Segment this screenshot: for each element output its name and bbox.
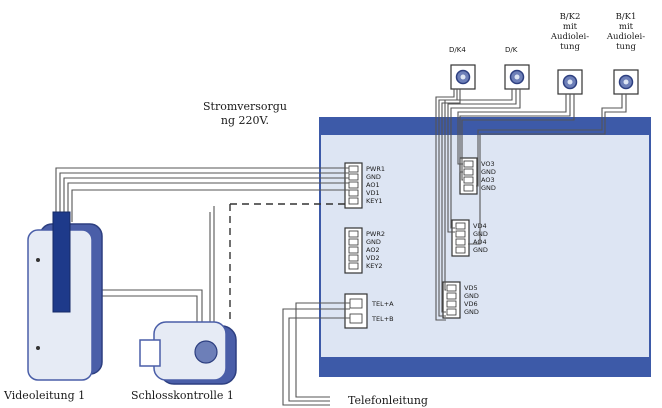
- svg-text:VO3: VO3: [481, 160, 495, 168]
- top-label-area: [518, 0, 662, 64]
- panel-bottom-bar: [320, 357, 650, 376]
- svg-text:AO2: AO2: [366, 246, 380, 254]
- intercom-outdoor-unit: [27, 211, 103, 381]
- bk2-label: B/K2 mit Audiolei- tung: [550, 12, 590, 52]
- svg-text:D/K3: D/K3: [505, 46, 522, 54]
- terminal-block-tel: [344, 293, 368, 329]
- terminal-block-vo3: [459, 157, 478, 195]
- phone-wires: [282, 302, 350, 406]
- terminal-block-1: [344, 162, 363, 209]
- panel-body: [319, 117, 651, 377]
- lock-wires: [96, 206, 215, 322]
- camera-bk2: [557, 69, 583, 95]
- svg-text:GND: GND: [464, 308, 479, 316]
- power-supply-label: Stromversorgu ng 220V.: [203, 100, 287, 127]
- svg-text:KEY1: KEY1: [366, 197, 382, 205]
- bk1-label: B/K1 mit Audiolei- tung: [606, 12, 646, 52]
- pin-labels-vo3: VO3 GND AO3 GND: [481, 160, 496, 192]
- svg-text:TEL+A: TEL+A: [371, 300, 394, 308]
- video-line-label: Videoleitung 1: [4, 389, 86, 402]
- lock-control-label: Schlosskontrolle 1: [131, 389, 234, 402]
- svg-text:GND: GND: [366, 238, 381, 246]
- svg-text:AO1: AO1: [366, 181, 380, 189]
- pin-labels-block1: PWR1 GND AO1 VD1 KEY1: [366, 165, 385, 205]
- svg-text:PWR2: PWR2: [366, 230, 385, 238]
- svg-text:D/K4: D/K4: [449, 46, 466, 54]
- pin-labels-block2: PWR2 GND AO2 VD2 KEY2: [366, 230, 385, 270]
- terminal-block-vd5: [442, 281, 461, 319]
- svg-text:KEY2: KEY2: [366, 262, 382, 270]
- svg-text:GND: GND: [464, 292, 479, 300]
- lock-unit: [139, 321, 237, 385]
- svg-text:AO3: AO3: [481, 176, 495, 184]
- svg-text:VD2: VD2: [366, 254, 380, 262]
- intercom-wires: [55, 167, 349, 222]
- terminal-block-vd4: [451, 219, 470, 257]
- svg-text:TEL+B: TEL+B: [371, 315, 394, 323]
- svg-text:GND: GND: [366, 173, 381, 181]
- camera-dk3: D/K3: [504, 46, 530, 90]
- camera-wires: [435, 89, 627, 321]
- camera-dk4: D/K4: [449, 46, 476, 90]
- pin-labels-vd5: VD5 GND VD6 GND: [464, 284, 479, 316]
- svg-text:GND: GND: [481, 168, 496, 176]
- svg-text:GND: GND: [473, 246, 488, 254]
- panel-top-bar: [320, 118, 650, 135]
- svg-text:VD6: VD6: [464, 300, 478, 308]
- pin-labels-tel: TEL+A TEL+B: [371, 300, 394, 323]
- svg-text:PWR1: PWR1: [366, 165, 385, 173]
- svg-text:VD5: VD5: [464, 284, 478, 292]
- terminal-block-2: [344, 227, 363, 274]
- svg-text:VD1: VD1: [366, 189, 380, 197]
- phone-line-label: Telefonleitung: [348, 394, 428, 407]
- svg-text:GND: GND: [481, 184, 496, 192]
- camera-bk1: [613, 69, 639, 95]
- control-panel: [319, 117, 651, 377]
